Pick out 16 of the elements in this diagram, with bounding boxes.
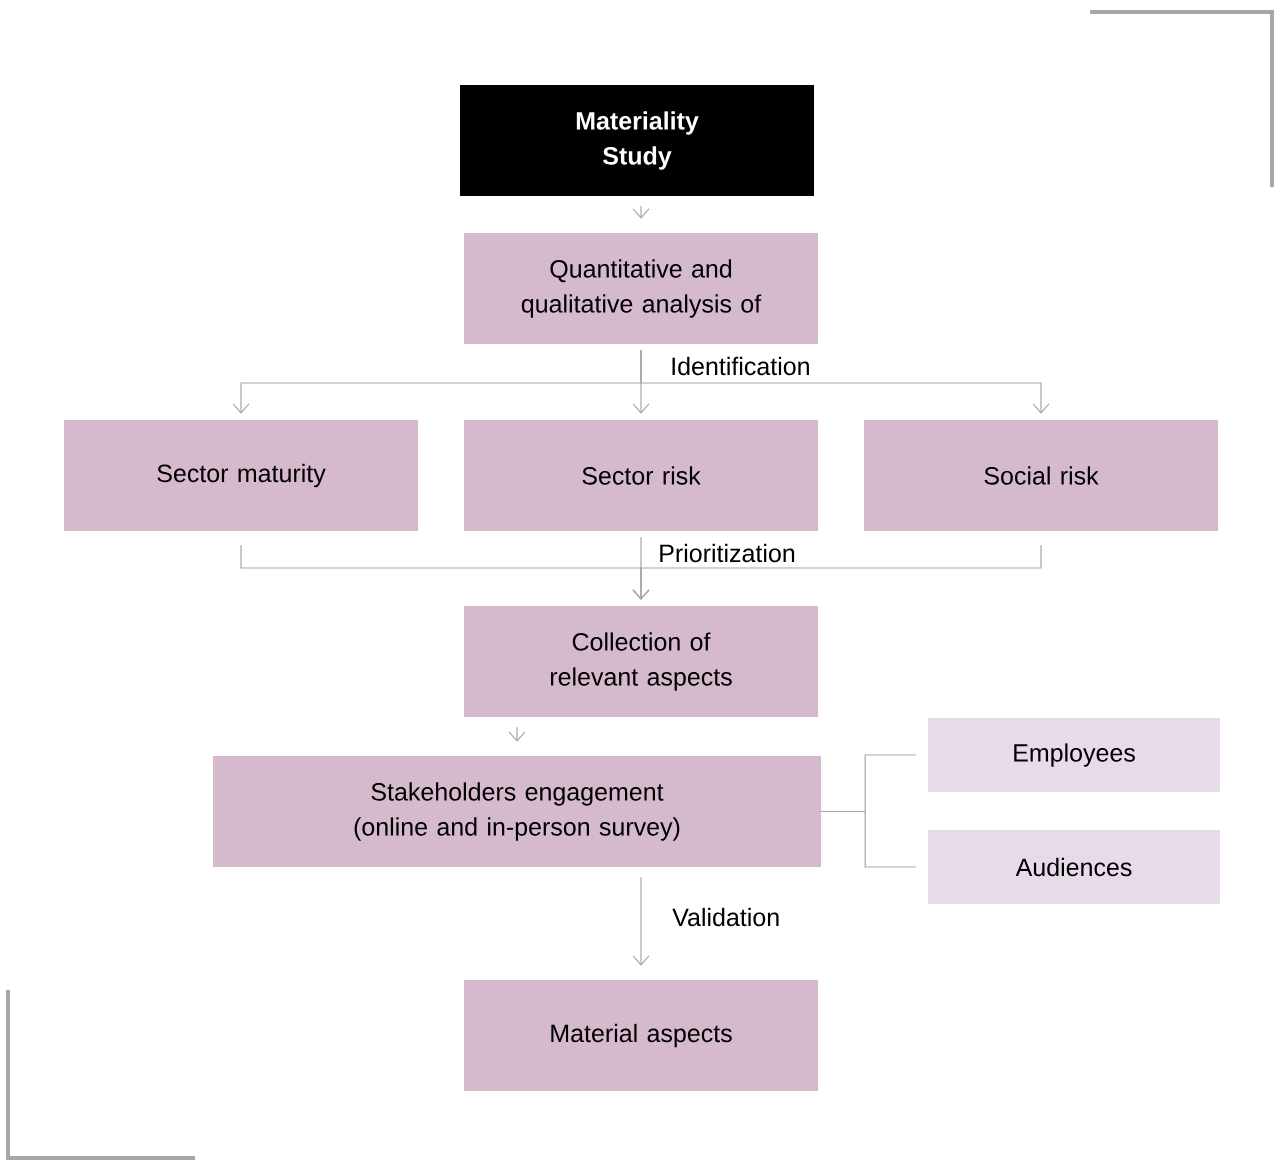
process-box: Sector maturity <box>64 420 418 531</box>
stakeholder-box: Employees <box>928 718 1220 792</box>
arrow <box>640 349 1050 414</box>
edge-label: Identification <box>668 354 813 378</box>
process-box: Quantitative and qualitative analysis of <box>464 233 818 344</box>
process-box: Social risk <box>864 420 1218 531</box>
stakeholder-box: Audiences <box>928 830 1220 904</box>
edge-label: Prioritization <box>656 541 798 565</box>
process-box: Sector risk <box>464 420 818 531</box>
process-box: Stakeholders engagement (online and in-person survey) <box>213 756 821 867</box>
arrow <box>632 544 1042 600</box>
arrow <box>632 876 650 966</box>
process-box: Collection of relevant aspects <box>464 606 818 717</box>
title-box: Materiality Study <box>460 85 814 196</box>
edge-label: Validation <box>670 905 783 929</box>
process-box: Material aspects <box>464 980 818 1091</box>
